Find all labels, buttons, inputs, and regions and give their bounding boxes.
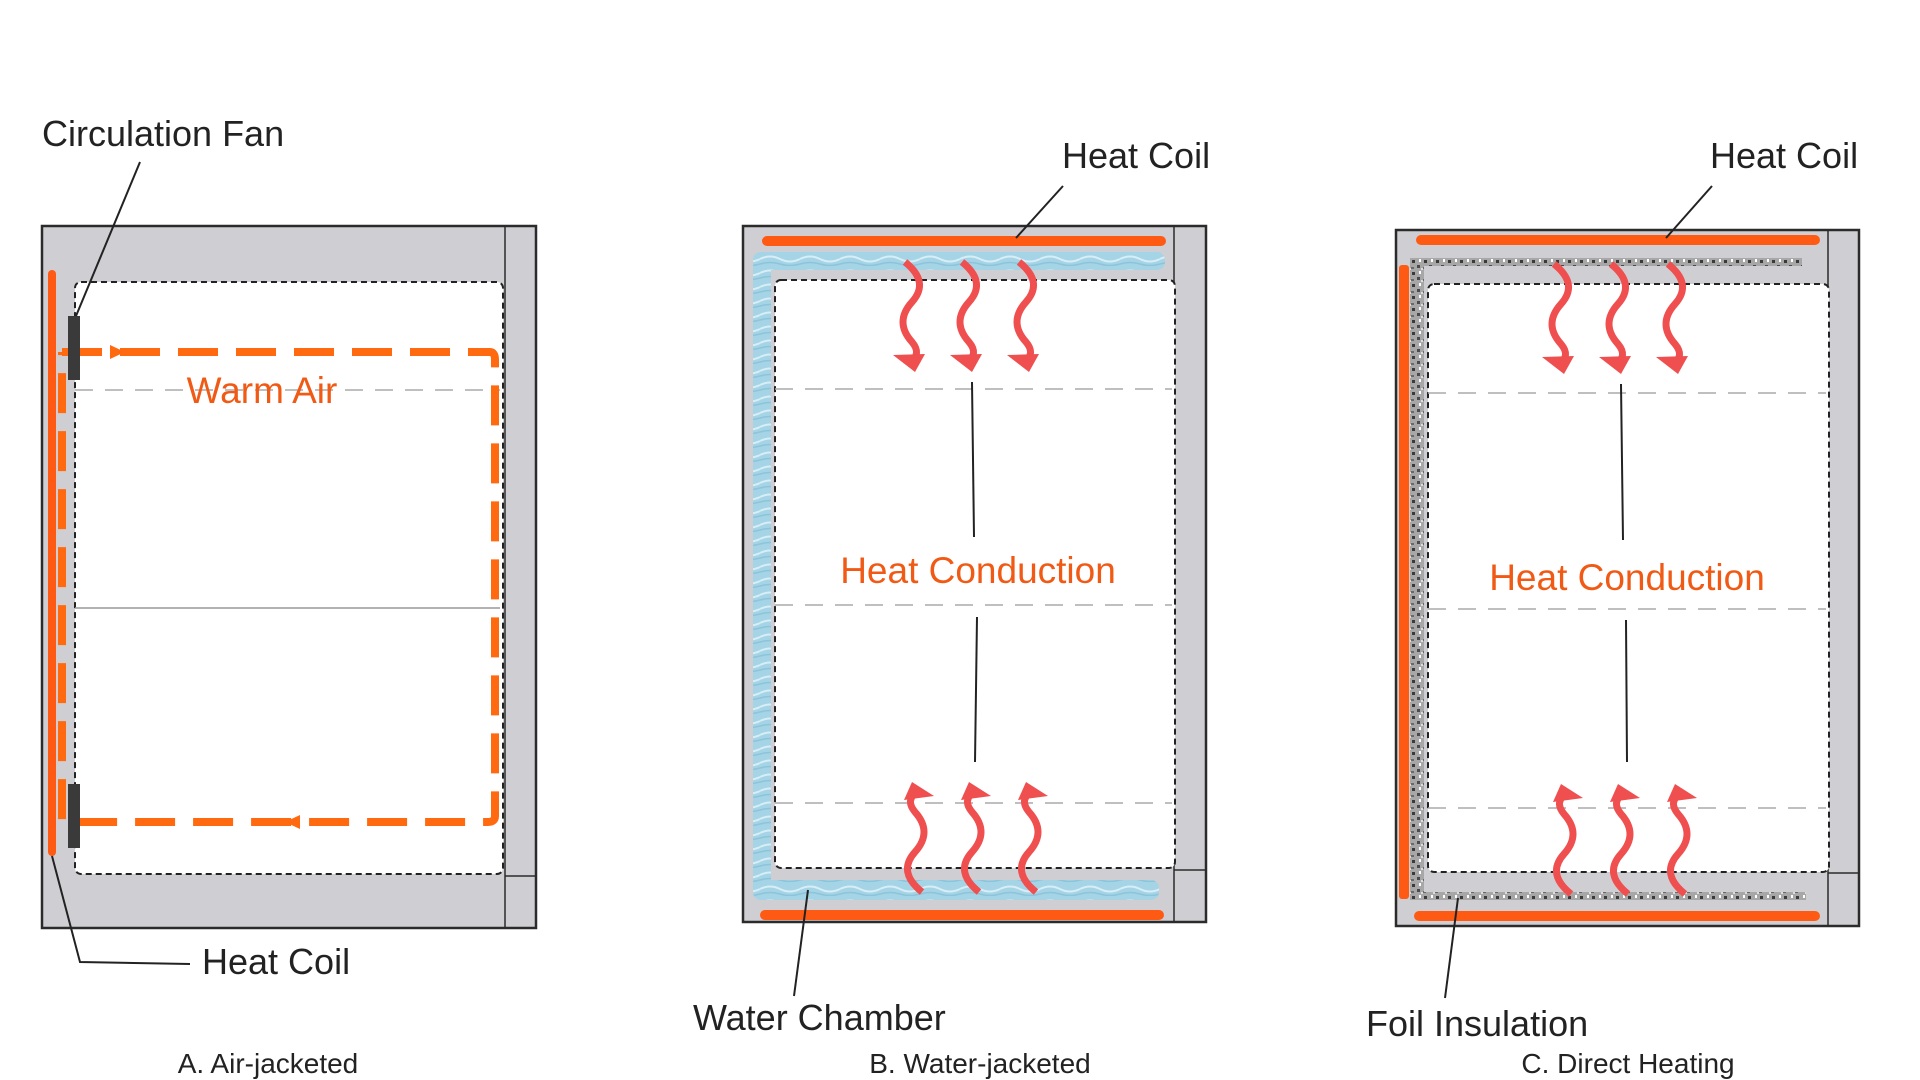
- leader-foil: [1444, 897, 1459, 999]
- leader-coil-c: [1665, 185, 1713, 239]
- label-heat-conduction-c: Heat Conduction: [1489, 557, 1765, 598]
- fan-a-bottom: [68, 784, 80, 848]
- foil-top: [1410, 258, 1802, 266]
- caption-a: A. Air-jacketed: [178, 1048, 359, 1079]
- conduction-line-b-bottom: [974, 616, 978, 763]
- foil-left: [1410, 258, 1424, 900]
- heat-arrowheads-b-top: [893, 354, 1039, 372]
- arrowhead: [893, 354, 925, 372]
- arrowhead: [1667, 784, 1697, 802]
- heat-coil-c-bottom: [1414, 911, 1820, 921]
- heat-coil-b-bottom: [760, 910, 1164, 920]
- conduction-line-b-top: [971, 381, 975, 538]
- label-heat-coil-b: Heat Coil: [1062, 135, 1210, 176]
- heat-waves-b-top: [899, 259, 1037, 365]
- label-heat-coil-c: Heat Coil: [1710, 135, 1858, 176]
- wave-arrow: [899, 259, 923, 365]
- wave-arrow: [1610, 791, 1634, 897]
- panel-water-jacketed: Heat Coil Heat Conduction Water Chamber …: [693, 135, 1210, 1079]
- leader-coil-b: [1015, 185, 1064, 239]
- leader-water: [793, 889, 809, 997]
- label-heat-coil-a: Heat Coil: [202, 941, 350, 982]
- arrowhead: [1007, 354, 1039, 372]
- wave-arrow: [1662, 261, 1686, 367]
- caption-c: C. Direct Heating: [1521, 1048, 1734, 1079]
- label-water-chamber: Water Chamber: [693, 997, 946, 1038]
- wave-arrow: [1667, 791, 1691, 897]
- fan-a-top: [68, 316, 80, 380]
- heat-waves-c-top: [1548, 261, 1686, 367]
- water-jacket-left: [753, 252, 771, 900]
- wave-arrow: [956, 259, 980, 365]
- label-circulation-fan: Circulation Fan: [42, 113, 284, 154]
- wave-arrow: [1018, 789, 1042, 895]
- arrowhead: [961, 782, 991, 800]
- leader-coil-a: [51, 855, 191, 965]
- arrowhead: [950, 354, 982, 372]
- panel-direct-heating: Heat Coil Heat Conduction Foil Insulatio…: [1366, 135, 1861, 1079]
- water-jacket-top: [753, 252, 1165, 270]
- heat-coil-a: [48, 270, 56, 856]
- caption-b: B. Water-jacketed: [869, 1048, 1090, 1079]
- heat-coil-c-top: [1416, 235, 1820, 245]
- conduction-line-c-bottom: [1625, 619, 1628, 763]
- water-jacket-bottom: [753, 880, 1159, 900]
- label-heat-conduction-b: Heat Conduction: [840, 550, 1116, 591]
- label-foil-insulation: Foil Insulation: [1366, 1003, 1588, 1044]
- label-warm-air: Warm Air: [187, 370, 338, 411]
- wave-arrow: [1013, 259, 1037, 365]
- heat-coil-c-left: [1399, 265, 1409, 899]
- heat-waves-b-bottom: [904, 789, 1042, 895]
- heat-waves-c-bottom: [1553, 791, 1691, 897]
- conduction-line-c-top: [1620, 383, 1624, 541]
- heat-arrowheads-c-bottom: [1553, 784, 1697, 802]
- wave-arrow: [1548, 261, 1572, 367]
- arrowhead: [1599, 356, 1631, 374]
- wave-arrow: [1553, 791, 1577, 897]
- warm-air-loop: [58, 348, 499, 826]
- wave-arrow: [904, 789, 928, 895]
- heat-arrowheads-c-top: [1542, 356, 1688, 374]
- arrowhead: [1018, 782, 1048, 800]
- arrowhead: [1656, 356, 1688, 374]
- arrowhead: [1542, 356, 1574, 374]
- wave-arrow: [1605, 261, 1629, 367]
- arrowhead: [1610, 784, 1640, 802]
- arrowhead: [1553, 784, 1583, 802]
- panel-air-jacketed: Circulation Fan Warm Air Heat Coil A. Ai…: [40, 113, 538, 1079]
- heat-coil-b-top: [762, 236, 1166, 246]
- wave-arrow: [961, 789, 985, 895]
- foil-bottom: [1410, 892, 1806, 900]
- chamber-a: [74, 281, 504, 875]
- arrowhead: [904, 782, 934, 800]
- leader-fan: [75, 161, 141, 317]
- heat-arrowheads-b-bottom: [904, 782, 1048, 800]
- air-arrow-bottom: [285, 815, 300, 829]
- air-arrow-top: [110, 345, 125, 359]
